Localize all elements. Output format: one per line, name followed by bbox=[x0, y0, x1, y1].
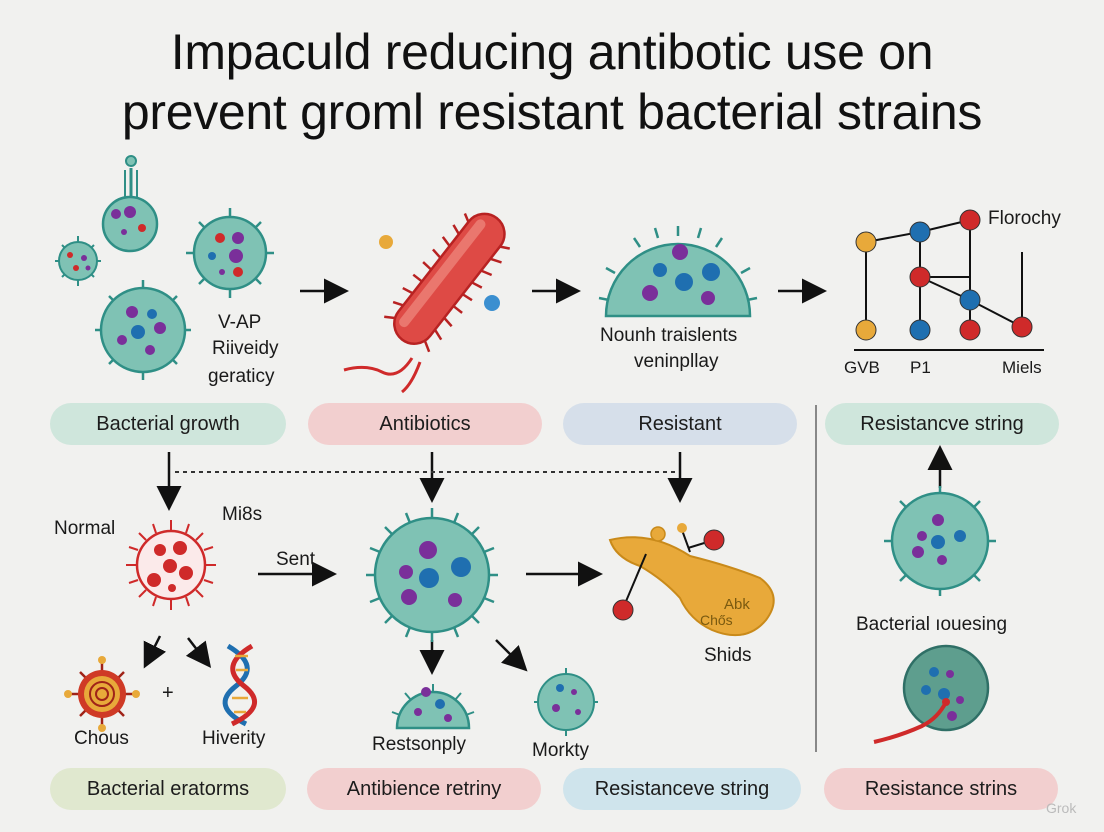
spiky-cell-right-icon bbox=[186, 208, 274, 298]
label-bacterial-housing: Bacterial ıouesing bbox=[856, 614, 1008, 635]
pill-bacterial-eratorms: Bacterial eratorms bbox=[50, 768, 286, 810]
cell-label-2: Riiveidy bbox=[212, 338, 279, 359]
label-morkty: Morkty bbox=[532, 740, 589, 761]
middle-label-2: veninpllay bbox=[634, 351, 719, 372]
pill-bacterial-growth: Bacterial growth bbox=[50, 403, 286, 445]
red-spiky-cell-icon bbox=[126, 520, 216, 610]
shield-molecule-icon bbox=[608, 523, 775, 637]
tiny-cell-left-icon bbox=[55, 236, 101, 286]
rod-bacterium-icon bbox=[343, 212, 511, 394]
network-axis-3: Miels bbox=[1002, 358, 1042, 377]
cell-label-3: geraticy bbox=[208, 366, 275, 387]
label-mi8s: Mi8s bbox=[222, 504, 263, 525]
label-restsonply: Restsonply bbox=[372, 734, 466, 755]
label-hiverity: Hiverity bbox=[202, 728, 266, 749]
large-cell-bottom-icon bbox=[95, 280, 191, 380]
label-ch6s: Chős bbox=[700, 612, 733, 628]
virus-icon bbox=[64, 656, 140, 732]
resistant-cell-icon bbox=[598, 226, 758, 318]
small-cell-morkty-icon bbox=[534, 668, 598, 736]
network-graph bbox=[854, 209, 1044, 351]
label-chous: Chous bbox=[74, 728, 129, 749]
watermark: Grok bbox=[1046, 800, 1077, 816]
pill-resistanceve-string: Resistanceve string bbox=[563, 768, 801, 810]
cell-label-1: V-AP bbox=[218, 312, 262, 333]
label-normal: Normal bbox=[54, 518, 116, 539]
pill-antibiotics: Antibiotics bbox=[308, 403, 542, 445]
right-column-cell-icon bbox=[884, 486, 996, 596]
title-line-1: Impaculd reducing antibotic use on bbox=[170, 24, 934, 80]
network-axis-1: GVB bbox=[844, 358, 880, 377]
diagram-title: Impaculd reducing antibotic use on preve… bbox=[0, 22, 1104, 142]
pill-resistance-strins: Resistance strins bbox=[824, 768, 1058, 810]
dna-icon bbox=[222, 643, 257, 727]
small-cell-top-icon bbox=[101, 155, 159, 253]
title-line-2: prevent groml resistant bacterial strain… bbox=[121, 84, 983, 140]
central-cell-icon bbox=[366, 508, 498, 642]
label-sent: Sent bbox=[276, 549, 316, 570]
pill-antibience-retriny: Antibience retriny bbox=[307, 768, 541, 810]
half-cell-icon bbox=[391, 684, 475, 730]
label-plus: + bbox=[162, 682, 174, 704]
right-column-infected-cell-icon bbox=[873, 644, 990, 744]
network-label-top: Florochy bbox=[988, 208, 1061, 229]
pill-resistant: Resistant bbox=[563, 403, 797, 445]
label-shids: Shids bbox=[704, 645, 752, 666]
middle-label-1: Nounh traislents bbox=[600, 325, 738, 346]
pill-resistance-string-top: Resistancve string bbox=[825, 403, 1059, 445]
connector-arrows bbox=[143, 445, 953, 675]
label-abk: Abk bbox=[724, 596, 750, 613]
network-axis-2: P1 bbox=[910, 358, 931, 377]
